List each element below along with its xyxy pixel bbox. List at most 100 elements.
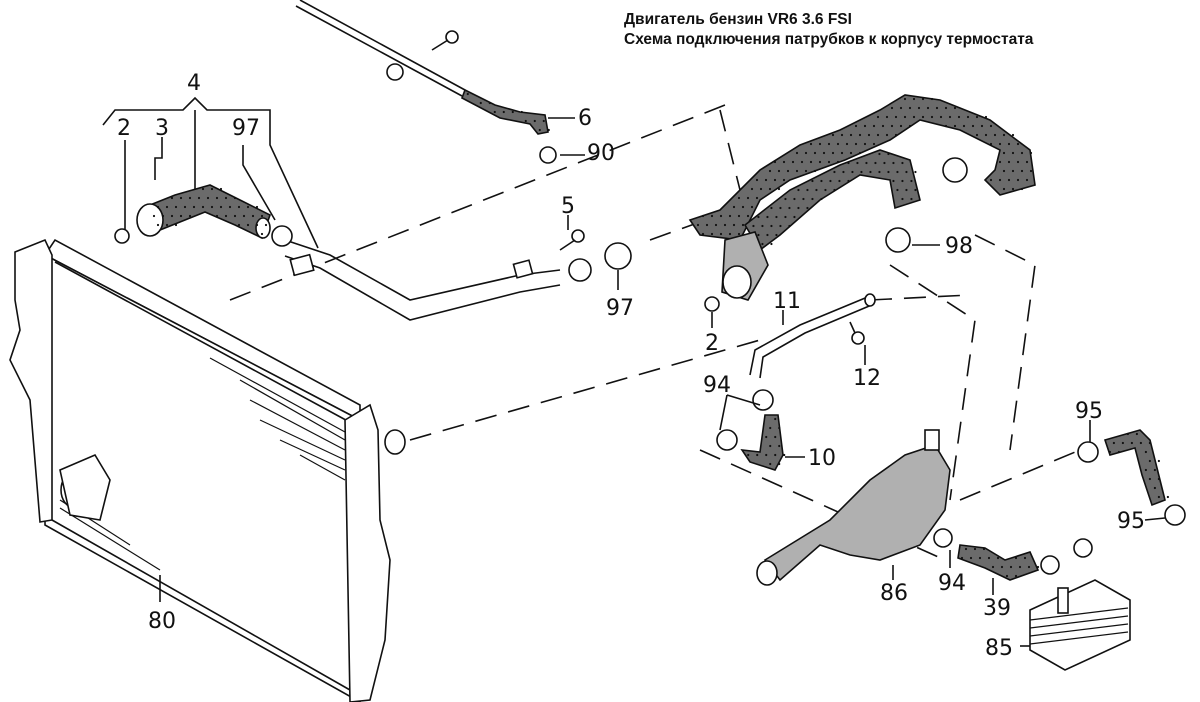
coolant-pipe[interactable] — [284, 239, 592, 321]
hose-texture-dot — [1014, 556, 1018, 560]
hose-texture-dot — [769, 444, 772, 448]
hose-texture-dot — [765, 453, 768, 457]
oil-cooler-85[interactable] — [1029, 579, 1131, 671]
radiator[interactable] — [9, 238, 406, 702]
hose-texture-dot — [905, 170, 908, 174]
hose-texture-dot — [1002, 187, 1006, 191]
hose-texture-dot — [777, 187, 781, 191]
hose-texture-dot — [237, 205, 241, 209]
callout-80: 80 — [148, 609, 176, 634]
hose-texture-dot — [872, 142, 876, 146]
hose-texture-dot — [251, 214, 255, 218]
hose-texture-dot — [179, 214, 183, 218]
hose-texture-dot — [233, 214, 237, 218]
hose-texture-dot — [894, 133, 898, 137]
hose-texture-dot — [756, 453, 759, 457]
hose-texture-dot — [197, 196, 201, 200]
hose-texture-dot — [998, 178, 1002, 182]
clamp-cooler-a[interactable] — [1040, 555, 1060, 575]
hose-texture-dot — [788, 224, 791, 228]
hose-texture-dot — [1027, 565, 1031, 569]
hose-texture-dot — [822, 151, 826, 155]
hose-texture-dot — [1166, 495, 1169, 499]
clamp-95-lower[interactable] — [1164, 504, 1186, 526]
clamp-97-left[interactable] — [271, 225, 293, 247]
clamp-98-upper[interactable] — [942, 157, 968, 183]
hose-texture-dot — [255, 205, 259, 209]
hose-texture-dot — [174, 223, 178, 227]
pipe-11[interactable] — [749, 293, 876, 379]
hose-texture-dot — [696, 223, 700, 227]
leader-lines — [102, 96, 1166, 647]
hose-texture-dot — [917, 106, 921, 110]
hose-texture-dot — [520, 110, 523, 114]
hose-texture-dot — [264, 223, 268, 227]
callout-97-left: 97 — [232, 116, 260, 141]
vent-pipe[interactable] — [295, 0, 550, 135]
clamp-94-left[interactable] — [716, 429, 738, 451]
clamp-90[interactable] — [539, 146, 557, 164]
hose-texture-dot — [737, 196, 741, 200]
hose-assembly-4[interactable] — [114, 184, 271, 244]
callout-11: 11 — [773, 289, 801, 314]
clamp-cooler-b[interactable] — [1073, 538, 1093, 558]
hose-texture-dot — [764, 178, 768, 182]
clamp-94-lower[interactable] — [933, 528, 953, 548]
clamp-98[interactable] — [885, 227, 911, 253]
hose-texture-dot — [960, 556, 964, 560]
hose-texture-dot — [849, 151, 853, 155]
hose-10[interactable] — [740, 414, 786, 471]
bolt-5[interactable] — [559, 229, 585, 251]
hose-texture-dot — [1011, 133, 1015, 137]
hose-texture-dot — [914, 188, 917, 192]
hose-right-95[interactable] — [1103, 429, 1169, 507]
hose-texture-dot — [991, 565, 995, 569]
hose-texture-dot — [547, 128, 550, 132]
hose-texture-dot — [156, 223, 160, 227]
hose-texture-dot — [741, 205, 745, 209]
clamp-97-mid[interactable] — [604, 242, 632, 270]
hose-texture-dot — [998, 142, 1002, 146]
hose-texture-dot — [219, 205, 223, 209]
hose-texture-dot — [878, 152, 881, 156]
hose-texture-dot — [1029, 169, 1033, 173]
clamp-95-upper[interactable] — [1077, 441, 1099, 463]
hose-texture-dot — [783, 453, 786, 457]
hose-texture-dot — [714, 223, 718, 227]
hose-texture-dot — [982, 547, 986, 551]
hose-texture-dot — [858, 151, 862, 155]
hose-texture-dot — [774, 435, 777, 439]
hose-texture-dot — [778, 462, 781, 466]
hose-texture-dot — [962, 124, 966, 128]
hose-texture-dot — [809, 160, 813, 164]
hose-texture-dot — [887, 170, 890, 174]
clamp-94-upper[interactable] — [752, 389, 774, 411]
hose-texture-dot — [1007, 142, 1011, 146]
bolt-top[interactable] — [431, 30, 459, 51]
hose-texture-dot — [901, 161, 904, 165]
hose-texture-dot — [964, 547, 968, 551]
hose-texture-dot — [1139, 441, 1142, 445]
hose-39[interactable] — [957, 544, 1040, 581]
hose-texture-dot — [775, 215, 778, 219]
bolt-12[interactable] — [849, 321, 865, 345]
callout-6: 6 — [578, 106, 592, 131]
callout-5: 5 — [561, 194, 575, 219]
hose-texture-dot — [233, 196, 237, 200]
hose-texture-dot — [1130, 441, 1133, 445]
hose-texture-dot — [165, 205, 169, 209]
title-line-1: Двигатель бензин VR6 3.6 FSI — [624, 11, 852, 28]
hose-texture-dot — [912, 115, 916, 119]
hose-texture-dot — [908, 124, 912, 128]
hose-texture-dot — [860, 170, 863, 174]
hose-texture-dot — [1126, 432, 1129, 436]
upper-hose-assembly[interactable] — [688, 94, 1036, 312]
hose-texture-dot — [865, 161, 868, 165]
hose-texture-dot — [1121, 441, 1124, 445]
hose-texture-dot — [1002, 169, 1006, 173]
thermostat-housing-86[interactable] — [756, 429, 951, 586]
hose-texture-dot — [183, 205, 187, 209]
hose-texture-dot — [811, 197, 814, 201]
hose-texture-dot — [845, 142, 849, 146]
hose-texture-dot — [779, 206, 782, 210]
